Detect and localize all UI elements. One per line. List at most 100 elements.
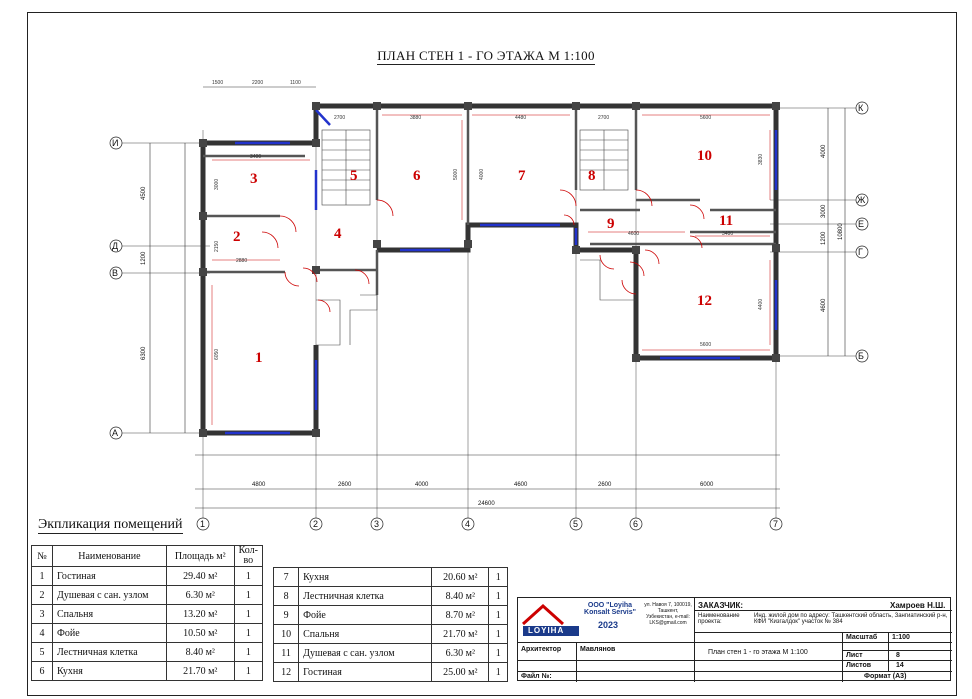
dim-label: 4400 — [758, 299, 764, 310]
project-label: Наименование проекта: — [698, 613, 740, 625]
bottom-dim: 2600 — [338, 482, 352, 488]
dim-label: 2200 — [252, 80, 263, 86]
company-name: ООО "Loyiha Konsalt Servis" — [584, 602, 636, 616]
explication-title: Экпликация помещений — [38, 517, 183, 534]
dim-label: 4000 — [479, 169, 485, 180]
axis-label: И — [112, 138, 118, 148]
doors — [261, 189, 705, 313]
sheets-value: 14 — [896, 662, 904, 669]
title-block: LOYIHA ООО "Loyiha Konsalt Servis" 2023 … — [517, 597, 952, 682]
axis-label: В — [112, 268, 118, 278]
drawing-title: ПЛАН СТЕН 1 - ГО ЭТАЖА М 1:100 — [377, 48, 595, 65]
room-number: 2 — [233, 229, 241, 245]
dim-label: 4600 — [628, 231, 639, 237]
inner-dimension-lines — [211, 114, 771, 425]
interior-walls — [203, 106, 776, 295]
logo-text: LOYIHA — [528, 626, 565, 635]
company-year: 2023 — [598, 620, 619, 630]
scale-value: 1:100 — [892, 634, 910, 641]
col-area: Площадь м² — [165, 545, 235, 567]
right-dim: 1200 — [821, 231, 827, 245]
columns — [199, 102, 780, 437]
bottom-dim: 6000 — [700, 482, 714, 488]
right-total-dim: 10800 — [838, 223, 844, 240]
company-address: ул. Навоя 7, 100019, Ташкент, Узбекистан… — [644, 602, 692, 626]
dim-label: 2880 — [236, 258, 247, 264]
sheet-title: План стен 1 - го этажа М 1:100 — [708, 649, 808, 656]
room-number: 4 — [334, 226, 342, 242]
axis-label: Е — [858, 219, 864, 229]
dim-label: 4480 — [515, 115, 526, 121]
windows — [225, 109, 778, 435]
room-number: 12 — [697, 293, 712, 309]
project-name: Инд. жилой дом по адресу: Ташкентский об… — [754, 613, 948, 625]
dim-label: 3480 — [722, 231, 733, 237]
dim-label: 2700 — [334, 115, 345, 121]
right-dimension-lines — [827, 108, 846, 356]
staircases — [316, 129, 636, 346]
dim-label: 2150 — [214, 241, 220, 252]
axis-label: 3 — [374, 519, 379, 529]
dim-label: 3000 — [214, 179, 220, 190]
left-dim: 4500 — [141, 186, 147, 200]
scale-label: Масштаб — [846, 634, 878, 641]
room-number: 7 — [518, 168, 526, 184]
right-dim: 4000 — [821, 144, 827, 158]
dim-label: 5600 — [700, 342, 711, 348]
client-label: ЗАКАЗЧИК: — [698, 601, 744, 610]
dim-label: 3880 — [410, 115, 421, 121]
bottom-total-dim: 24600 — [478, 501, 495, 507]
drawing-sheet-frame — [27, 12, 957, 696]
architect-label: Архитектор — [521, 646, 562, 653]
dim-label: 1100 — [290, 80, 301, 86]
client-name: Хамроев Н.Ш. — [890, 601, 946, 610]
axis-label: 6 — [633, 519, 638, 529]
left-dim: 6300 — [141, 346, 147, 360]
bottom-dimension-lines — [195, 454, 780, 509]
dim-label: 5600 — [700, 115, 711, 121]
axis-label: К — [858, 103, 864, 113]
company-logo-icon — [521, 603, 579, 636]
architect-name: Мавлянов — [580, 646, 616, 653]
axis-label: 4 — [465, 519, 470, 529]
file-label: Файл №: — [521, 673, 552, 680]
left-dimension-lines — [149, 143, 186, 433]
room-number: 10 — [697, 148, 712, 164]
bottom-dim: 2600 — [598, 482, 612, 488]
room-number: 5 — [350, 168, 358, 184]
room-number: 11 — [719, 213, 733, 229]
col-name: Наименование — [52, 545, 167, 567]
col-no: № — [31, 545, 53, 567]
bottom-dim: 4800 — [252, 482, 266, 488]
dim-label: 3400 — [250, 154, 261, 160]
axis-grid-lines — [122, 107, 856, 520]
bottom-dim: 4600 — [514, 482, 528, 488]
right-dim: 4600 — [821, 298, 827, 312]
axis-label: А — [112, 428, 118, 438]
room-number: 8 — [588, 168, 596, 184]
dim-label: 5000 — [453, 169, 459, 180]
axis-label: 5 — [573, 519, 578, 529]
axis-label: Д — [112, 241, 118, 251]
axis-label: Г — [858, 247, 863, 257]
format-label: Формат (А3) — [864, 673, 907, 680]
room-number: 3 — [250, 171, 258, 187]
dim-label: 3830 — [758, 154, 764, 165]
bottom-dim: 4000 — [415, 482, 429, 488]
dim-label: 6050 — [214, 349, 220, 360]
room-number: 9 — [607, 216, 615, 232]
room-number: 6 — [413, 168, 421, 184]
room-number: 1 — [255, 350, 263, 366]
dim-label: 1500 — [212, 80, 223, 86]
axis-label: 2 — [313, 519, 318, 529]
